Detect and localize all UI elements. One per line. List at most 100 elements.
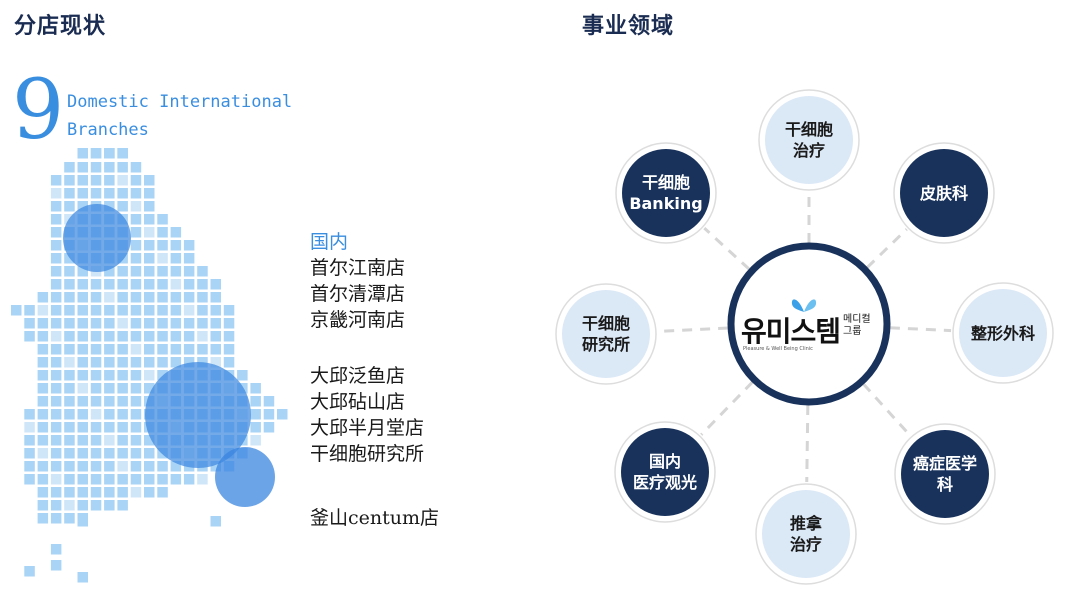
map-tile	[64, 409, 75, 420]
node-label-line: 科	[936, 475, 953, 494]
map-tile	[170, 292, 182, 303]
map-tile	[37, 292, 49, 303]
map-tile	[170, 331, 182, 342]
map-tile	[24, 331, 35, 342]
map-tile	[183, 344, 195, 355]
branch-item: 首尔清潭店	[310, 283, 406, 305]
map-tile	[50, 279, 62, 290]
map-tile	[104, 318, 115, 329]
map-tile	[144, 474, 155, 485]
map-tile	[170, 253, 182, 264]
connector-line	[805, 404, 810, 483]
node-stem-cell-research	[562, 290, 650, 378]
map-tile	[90, 318, 102, 329]
business-heading: 事业领域	[582, 13, 675, 39]
map-tile	[104, 266, 115, 277]
map-tile	[77, 396, 88, 407]
map-tile	[77, 331, 88, 342]
map-tile	[197, 318, 208, 329]
branch-item: 釜山centum店	[310, 507, 440, 529]
map-tile	[77, 344, 88, 355]
map-tile	[183, 240, 195, 251]
map-tile	[77, 148, 88, 159]
map-tile	[104, 383, 115, 394]
map-tile	[197, 266, 208, 277]
map-tile	[144, 344, 155, 355]
map-tile	[77, 188, 88, 199]
connector-line	[657, 326, 729, 333]
butterfly-icon	[791, 299, 817, 312]
map-tile	[50, 500, 62, 511]
map-tile	[117, 448, 128, 459]
map-tile	[157, 227, 168, 238]
map-tile	[157, 474, 168, 485]
map-tile	[210, 318, 221, 329]
map-tile	[50, 396, 62, 407]
map-tile	[37, 435, 49, 446]
map-tile	[90, 305, 102, 316]
map-tile	[144, 331, 155, 342]
map-tile	[144, 370, 155, 381]
map-tile	[77, 292, 88, 303]
map-tile	[104, 435, 115, 446]
map-tile	[183, 266, 195, 277]
node-label-line: 医疗观光	[632, 473, 697, 492]
map-tile	[210, 461, 221, 472]
map-tile	[117, 409, 128, 420]
map-tile	[90, 474, 102, 485]
branch-location-marker	[63, 204, 131, 272]
map-tile	[64, 175, 75, 186]
map-tile	[157, 357, 168, 368]
map-tile	[37, 383, 49, 394]
map-tile	[37, 331, 49, 342]
map-tile	[183, 331, 195, 342]
map-tile	[130, 201, 142, 212]
map-tile	[50, 487, 62, 498]
map-tile	[197, 474, 208, 485]
map-tile	[144, 305, 155, 316]
map-tile	[90, 357, 102, 368]
map-tile	[37, 461, 49, 472]
map-tile	[250, 396, 261, 407]
map-tile	[104, 188, 115, 199]
map-tile	[157, 461, 168, 472]
map-tile	[77, 175, 88, 186]
map-tile	[24, 448, 35, 459]
map-tile	[104, 292, 115, 303]
map-tile	[117, 344, 128, 355]
map-tile	[50, 513, 62, 524]
map-tile	[157, 214, 168, 225]
map-tile	[77, 162, 88, 173]
map-tile	[130, 227, 142, 238]
map-tile	[64, 305, 75, 316]
map-tile	[77, 279, 88, 290]
map-tile	[50, 201, 62, 212]
map-tile	[90, 292, 102, 303]
map-tile	[197, 292, 208, 303]
map-tile	[210, 357, 221, 368]
map-tile	[37, 448, 49, 459]
map-tile	[37, 357, 49, 368]
map-tile	[130, 461, 142, 472]
map-tile	[130, 396, 142, 407]
map-tile	[117, 357, 128, 368]
map-tile	[50, 544, 62, 555]
center-logo: 유미스템 메디컬 그룹 Pleasure & Well Being Clinic	[741, 296, 877, 366]
map-tile	[144, 227, 155, 238]
map-tile	[77, 487, 88, 498]
map-tile	[11, 305, 22, 316]
branch-item: 京畿河南店	[310, 309, 406, 331]
map-tile	[144, 214, 155, 225]
map-tile	[24, 474, 35, 485]
map-tile	[64, 487, 75, 498]
map-tile	[77, 370, 88, 381]
node-label-medical-tourism: 国内医疗观光	[621, 428, 709, 516]
map-tile	[117, 318, 128, 329]
map-tile	[183, 474, 195, 485]
map-tile	[117, 474, 128, 485]
map-tile	[24, 435, 35, 446]
map-tile	[90, 500, 102, 511]
node-label-oncology: 癌症医学科	[901, 430, 989, 518]
node-label-line: 干细胞	[641, 173, 690, 192]
connector-line	[866, 228, 908, 269]
